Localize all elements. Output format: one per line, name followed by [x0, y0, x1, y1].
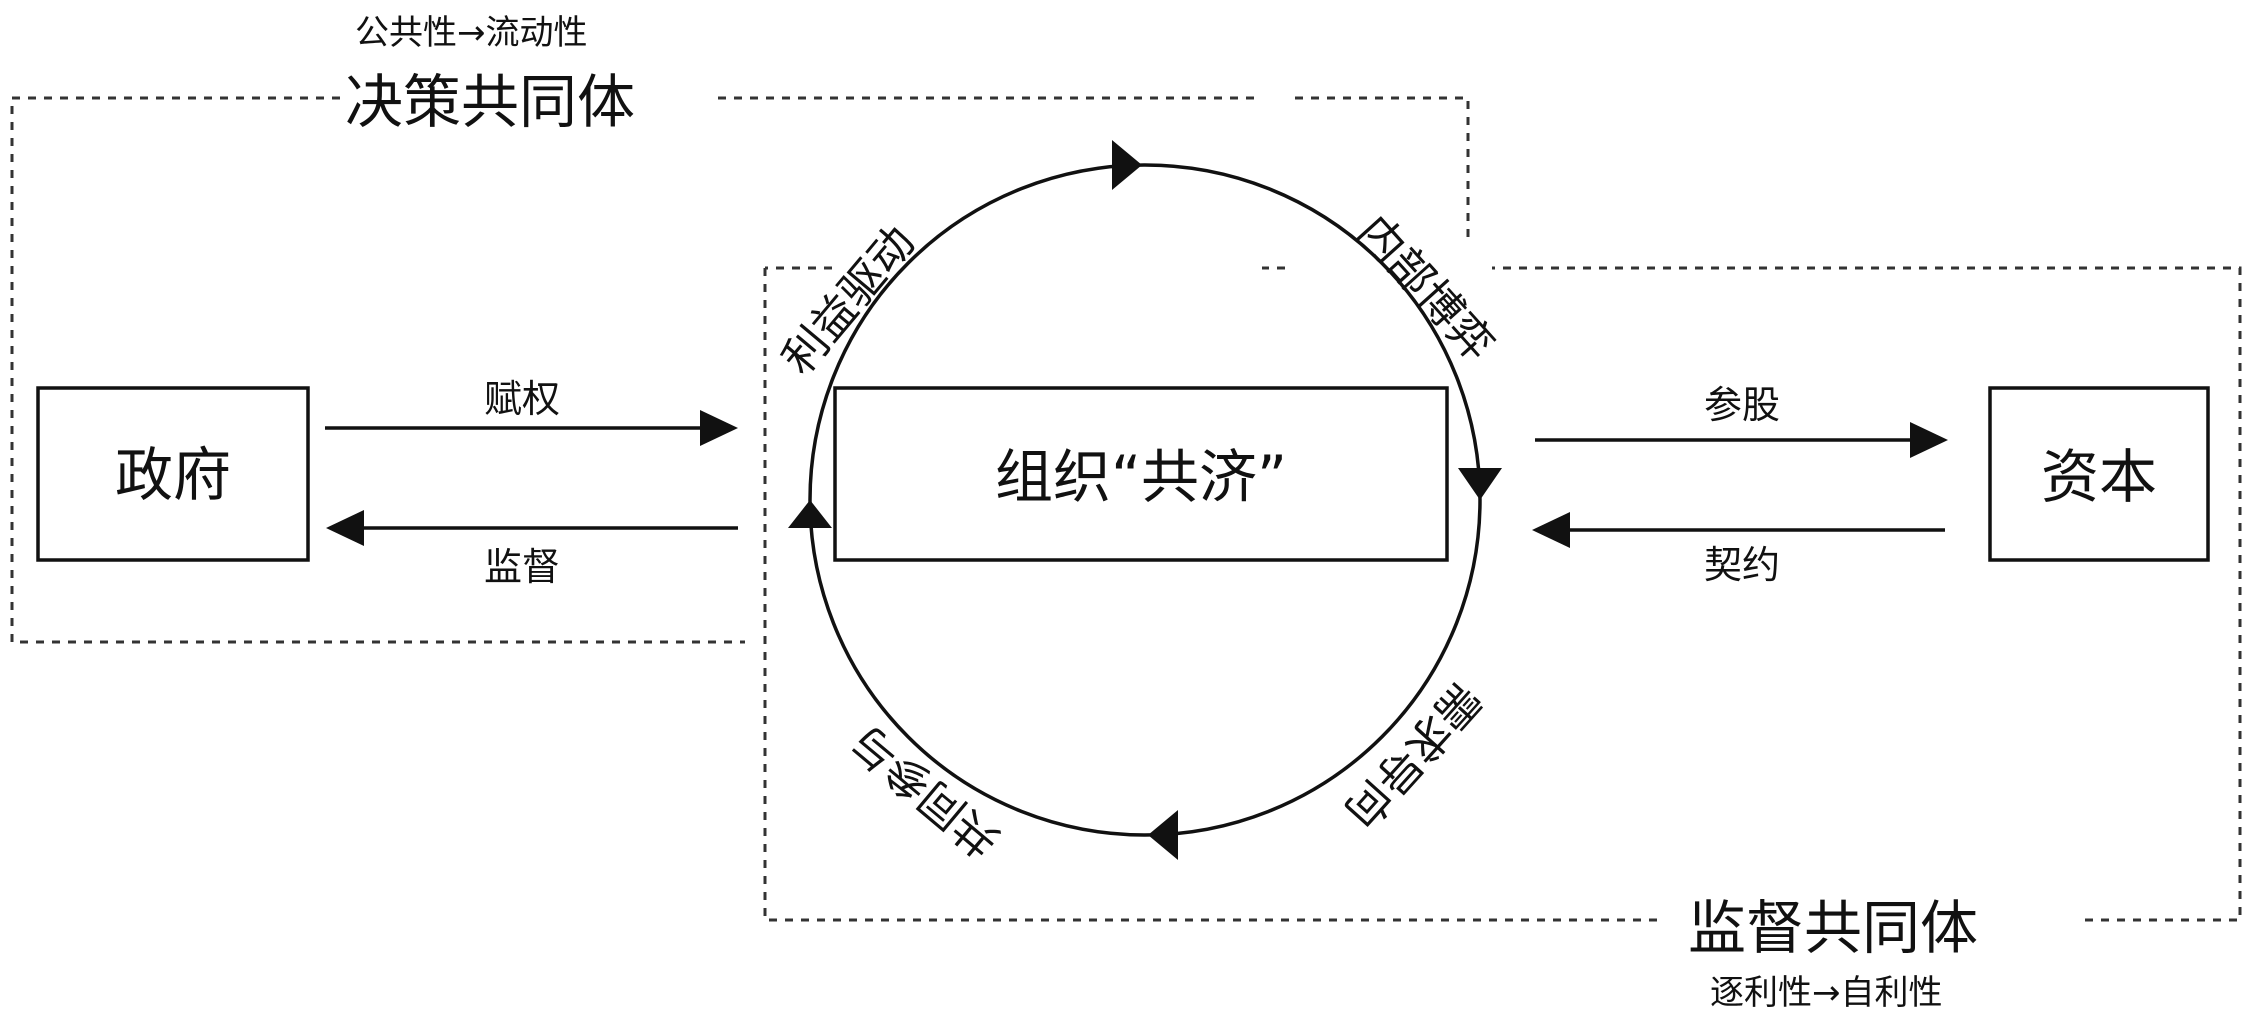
capital-node: 资本	[1988, 386, 2210, 562]
cycle-label-interest-driven: 利益驱动	[773, 217, 925, 385]
organization-label: 组织“共济”	[995, 443, 1287, 511]
government-node: 政府	[36, 386, 310, 562]
edge-empower: 赋权	[325, 377, 738, 446]
cycle-label-demand-oriented: 需求导向	[1335, 672, 1491, 837]
supervision-community-subtitle: 逐利性→自利性	[1710, 973, 1943, 1013]
cycle-label-co-participation: 共同参与	[842, 715, 1010, 867]
cycle-arrow-right	[1458, 468, 1502, 500]
edge-share: 参股	[1535, 383, 1948, 458]
edge-supervise: 监督	[326, 510, 738, 589]
cycle-label-internal-game: 内部博弈	[1348, 206, 1504, 371]
decision-community-subtitle: 公共性→流动性	[355, 13, 588, 53]
edge-share-label: 参股	[1704, 383, 1780, 427]
cycle-arrow-bottom	[1148, 810, 1178, 860]
supervision-community-title: 监督共同体	[1688, 894, 1978, 962]
edge-contract: 契约	[1532, 512, 1945, 587]
government-label: 政府	[115, 441, 231, 509]
edge-contract-label: 契约	[1704, 543, 1780, 587]
supervision-community-border	[763, 266, 2242, 922]
organization-node: 组织“共济”	[833, 386, 1449, 562]
cycle-arrow-left	[788, 500, 832, 528]
edge-supervise-label: 监督	[484, 545, 560, 589]
decision-community-title: 决策共同体	[345, 68, 635, 136]
decision-community-region: 公共性→流动性 决策共同体	[10, 13, 1470, 644]
edge-empower-label: 赋权	[484, 377, 560, 421]
cycle-arrow-top	[1112, 140, 1142, 190]
supervision-community-region: 监督共同体 逐利性→自利性	[763, 266, 2242, 1013]
capital-label: 资本	[2041, 443, 2157, 511]
decision-community-border	[10, 96, 1470, 644]
